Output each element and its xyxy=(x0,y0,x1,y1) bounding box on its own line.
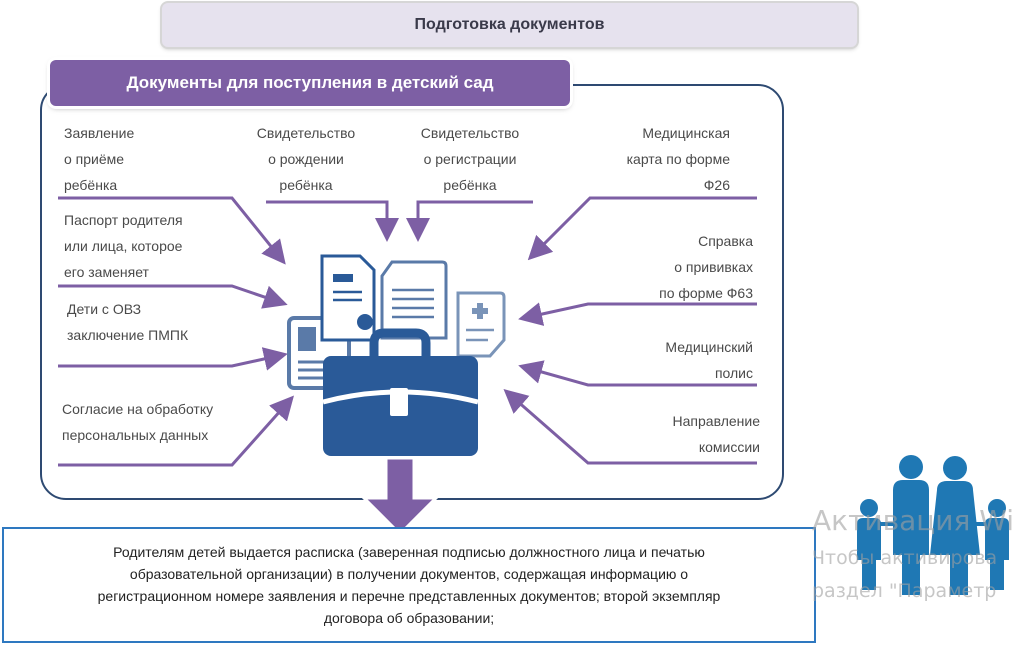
doc-vaccination: Справка о прививках по форме Ф63 xyxy=(659,233,753,301)
header-banner: Подготовка документов xyxy=(162,3,857,47)
receipt-info-text: Родителям детей выдается расписка (завер… xyxy=(97,544,721,626)
section-title: Документы для поступления в детский сад xyxy=(126,73,494,92)
windows-activation-line3: раздел "Параметр xyxy=(812,580,997,602)
doc-medical-card: Медицинская карта по форме Ф26 xyxy=(626,125,730,193)
windows-activation-line2: Чтобы активирова xyxy=(812,547,998,569)
section-banner: Документы для поступления в детский сад xyxy=(50,60,570,106)
receipt-info-box: Родителям детей выдается расписка (завер… xyxy=(2,527,816,643)
doc-registration-certificate: Свидетельство о регистрации ребёнка xyxy=(420,125,520,193)
doc-birth-certificate: Свидетельство о рождении ребёнка xyxy=(256,125,356,193)
doc-application: Заявление о приёме ребёнка xyxy=(64,125,135,193)
doc-commission-referral: Направление комиссии xyxy=(672,413,760,455)
doc-medical-policy: Медицинский полис xyxy=(665,339,753,381)
doc-parent-passport: Паспорт родителя или лица, которое его з… xyxy=(64,212,183,280)
windows-activation-title: Активация Wi xyxy=(812,504,1015,537)
doc-pmpk: Дети с ОВЗ заключение ПМПК xyxy=(67,301,189,343)
doc-data-consent: Согласие на обработку персональных данны… xyxy=(62,401,214,443)
header-title: Подготовка документов xyxy=(414,16,605,33)
